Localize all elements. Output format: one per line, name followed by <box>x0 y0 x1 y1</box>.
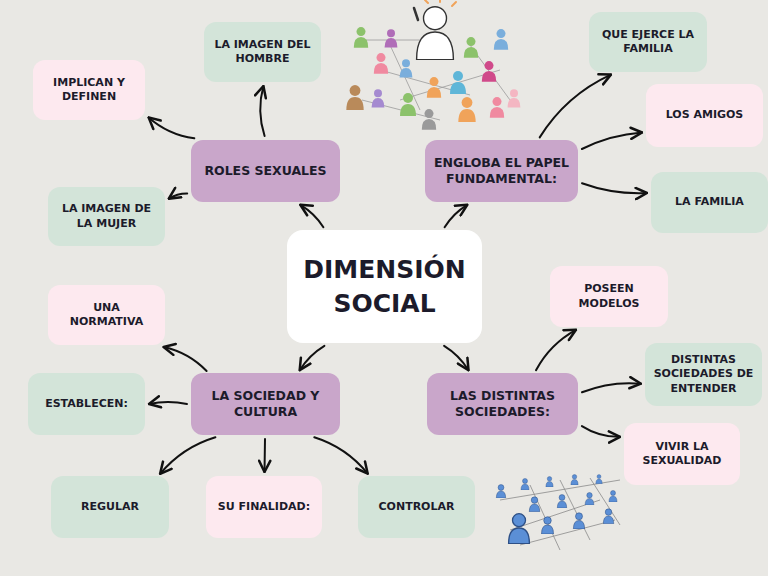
central-topic: DIMENSIÓN SOCIAL <box>287 230 482 343</box>
leaf-box: REGULAR <box>51 476 169 538</box>
arrow-connector <box>300 205 323 227</box>
arrow-connector <box>149 117 195 138</box>
branch-box: ENGLOBA EL PAPEL FUNDAMENTAL: <box>425 140 578 202</box>
node-text: REGULAR <box>81 500 139 514</box>
leaf-box: DISTINTAS SOCIEDADES DE ENTENDER <box>645 343 762 406</box>
node-text: LAS DISTINTAS SOCIEDADES: <box>435 388 570 421</box>
node-text: QUE EJERCE LA FAMILIA <box>597 28 699 57</box>
leaf-box: LA FAMILIA <box>651 172 768 233</box>
leaf-box: LA IMAGEN DEL HOMBRE <box>204 22 321 82</box>
arrow-connector <box>582 426 620 437</box>
leaf-box: LA IMAGEN DE LA MUJER <box>48 187 165 246</box>
arrow-connector <box>582 183 647 193</box>
node-text: DISTINTAS SOCIEDADES DE ENTENDER <box>653 353 754 396</box>
node-text: IMPLICAN Y DEFINEN <box>41 76 137 105</box>
arrow-connector <box>536 330 576 370</box>
arrow-connector <box>169 193 187 198</box>
leaf-box: VIVIR LA SEXUALIDAD <box>624 423 740 485</box>
node-text: DIMENSIÓN SOCIAL <box>295 253 474 321</box>
branch-box: LAS DISTINTAS SOCIEDADES: <box>427 373 578 435</box>
node-text: ROLES SEXUALES <box>204 163 326 179</box>
arrow-connector <box>164 347 207 371</box>
node-text: SU FINALIDAD: <box>218 500 310 514</box>
leaf-box: SU FINALIDAD: <box>206 476 322 538</box>
leaf-box: ESTABLECEN: <box>28 373 145 435</box>
node-text: LA SOCIEDAD Y CULTURA <box>199 388 332 421</box>
node-text: ENGLOBA EL PAPEL FUNDAMENTAL: <box>433 155 570 188</box>
arrow-connector <box>314 437 367 473</box>
node-text: ESTABLECEN: <box>45 397 128 411</box>
node-text: LA IMAGEN DE LA MUJER <box>56 202 157 231</box>
arrow-connector <box>300 346 325 370</box>
leaf-box: POSEEN MODELOS <box>550 266 668 327</box>
branch-box: LA SOCIEDAD Y CULTURA <box>191 373 340 435</box>
arrow-connector <box>445 205 468 227</box>
node-text: LOS AMIGOS <box>666 108 744 122</box>
arrow-connector <box>540 75 611 138</box>
leaf-box: UNA NORMATIVA <box>48 285 165 345</box>
node-text: LA FAMILIA <box>675 195 744 209</box>
node-text: POSEEN MODELOS <box>558 282 660 311</box>
arrow-connector <box>264 439 267 472</box>
leaf-box: IMPLICAN Y DEFINEN <box>33 60 145 120</box>
node-text: UNA NORMATIVA <box>56 301 157 330</box>
leaf-box: LOS AMIGOS <box>646 84 763 147</box>
arrow-connector <box>160 437 215 474</box>
leaf-box: QUE EJERCE LA FAMILIA <box>589 12 707 72</box>
people-cluster-top <box>346 0 520 130</box>
arrow-connector <box>582 383 641 392</box>
arrow-connector <box>582 133 642 150</box>
arrow-connector <box>444 346 468 370</box>
node-text: VIVIR LA SEXUALIDAD <box>632 440 732 469</box>
arrow-connector <box>260 86 264 136</box>
node-text: CONTROLAR <box>379 500 455 514</box>
people-network-bottom <box>496 475 620 550</box>
branch-box: ROLES SEXUALES <box>191 140 340 202</box>
arrow-connector <box>149 402 187 404</box>
leaf-box: CONTROLAR <box>358 476 475 538</box>
node-text: LA IMAGEN DEL HOMBRE <box>212 38 313 67</box>
